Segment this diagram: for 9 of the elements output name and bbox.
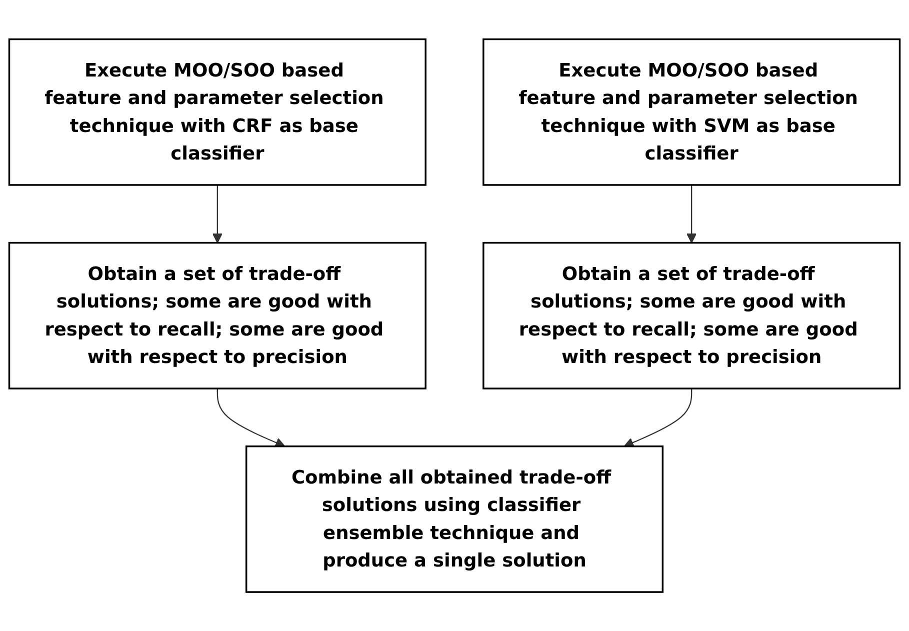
arrow	[686, 184, 697, 244]
node-box: Obtain a set of trade-off solutions; some are good with respect to recall; some are good with respect to precision	[8, 242, 426, 390]
node-box: Execute MOO/SOO based feature and parameter selection technique with CRF as base classifier	[8, 38, 426, 186]
arrow	[212, 184, 222, 244]
arrow	[624, 388, 692, 448]
arrow	[216, 388, 286, 448]
node-box: Combine all obtained trade-off solutions using classifier ensemble technique and produce a single solution	[245, 445, 664, 593]
node-box: Obtain a set of trade-off solutions; some are good with respect to recall; some are good with respect to precision	[482, 242, 901, 390]
node-box: Execute MOO/SOO based feature and parameter selection technique with SVM as base classifier	[482, 38, 901, 186]
